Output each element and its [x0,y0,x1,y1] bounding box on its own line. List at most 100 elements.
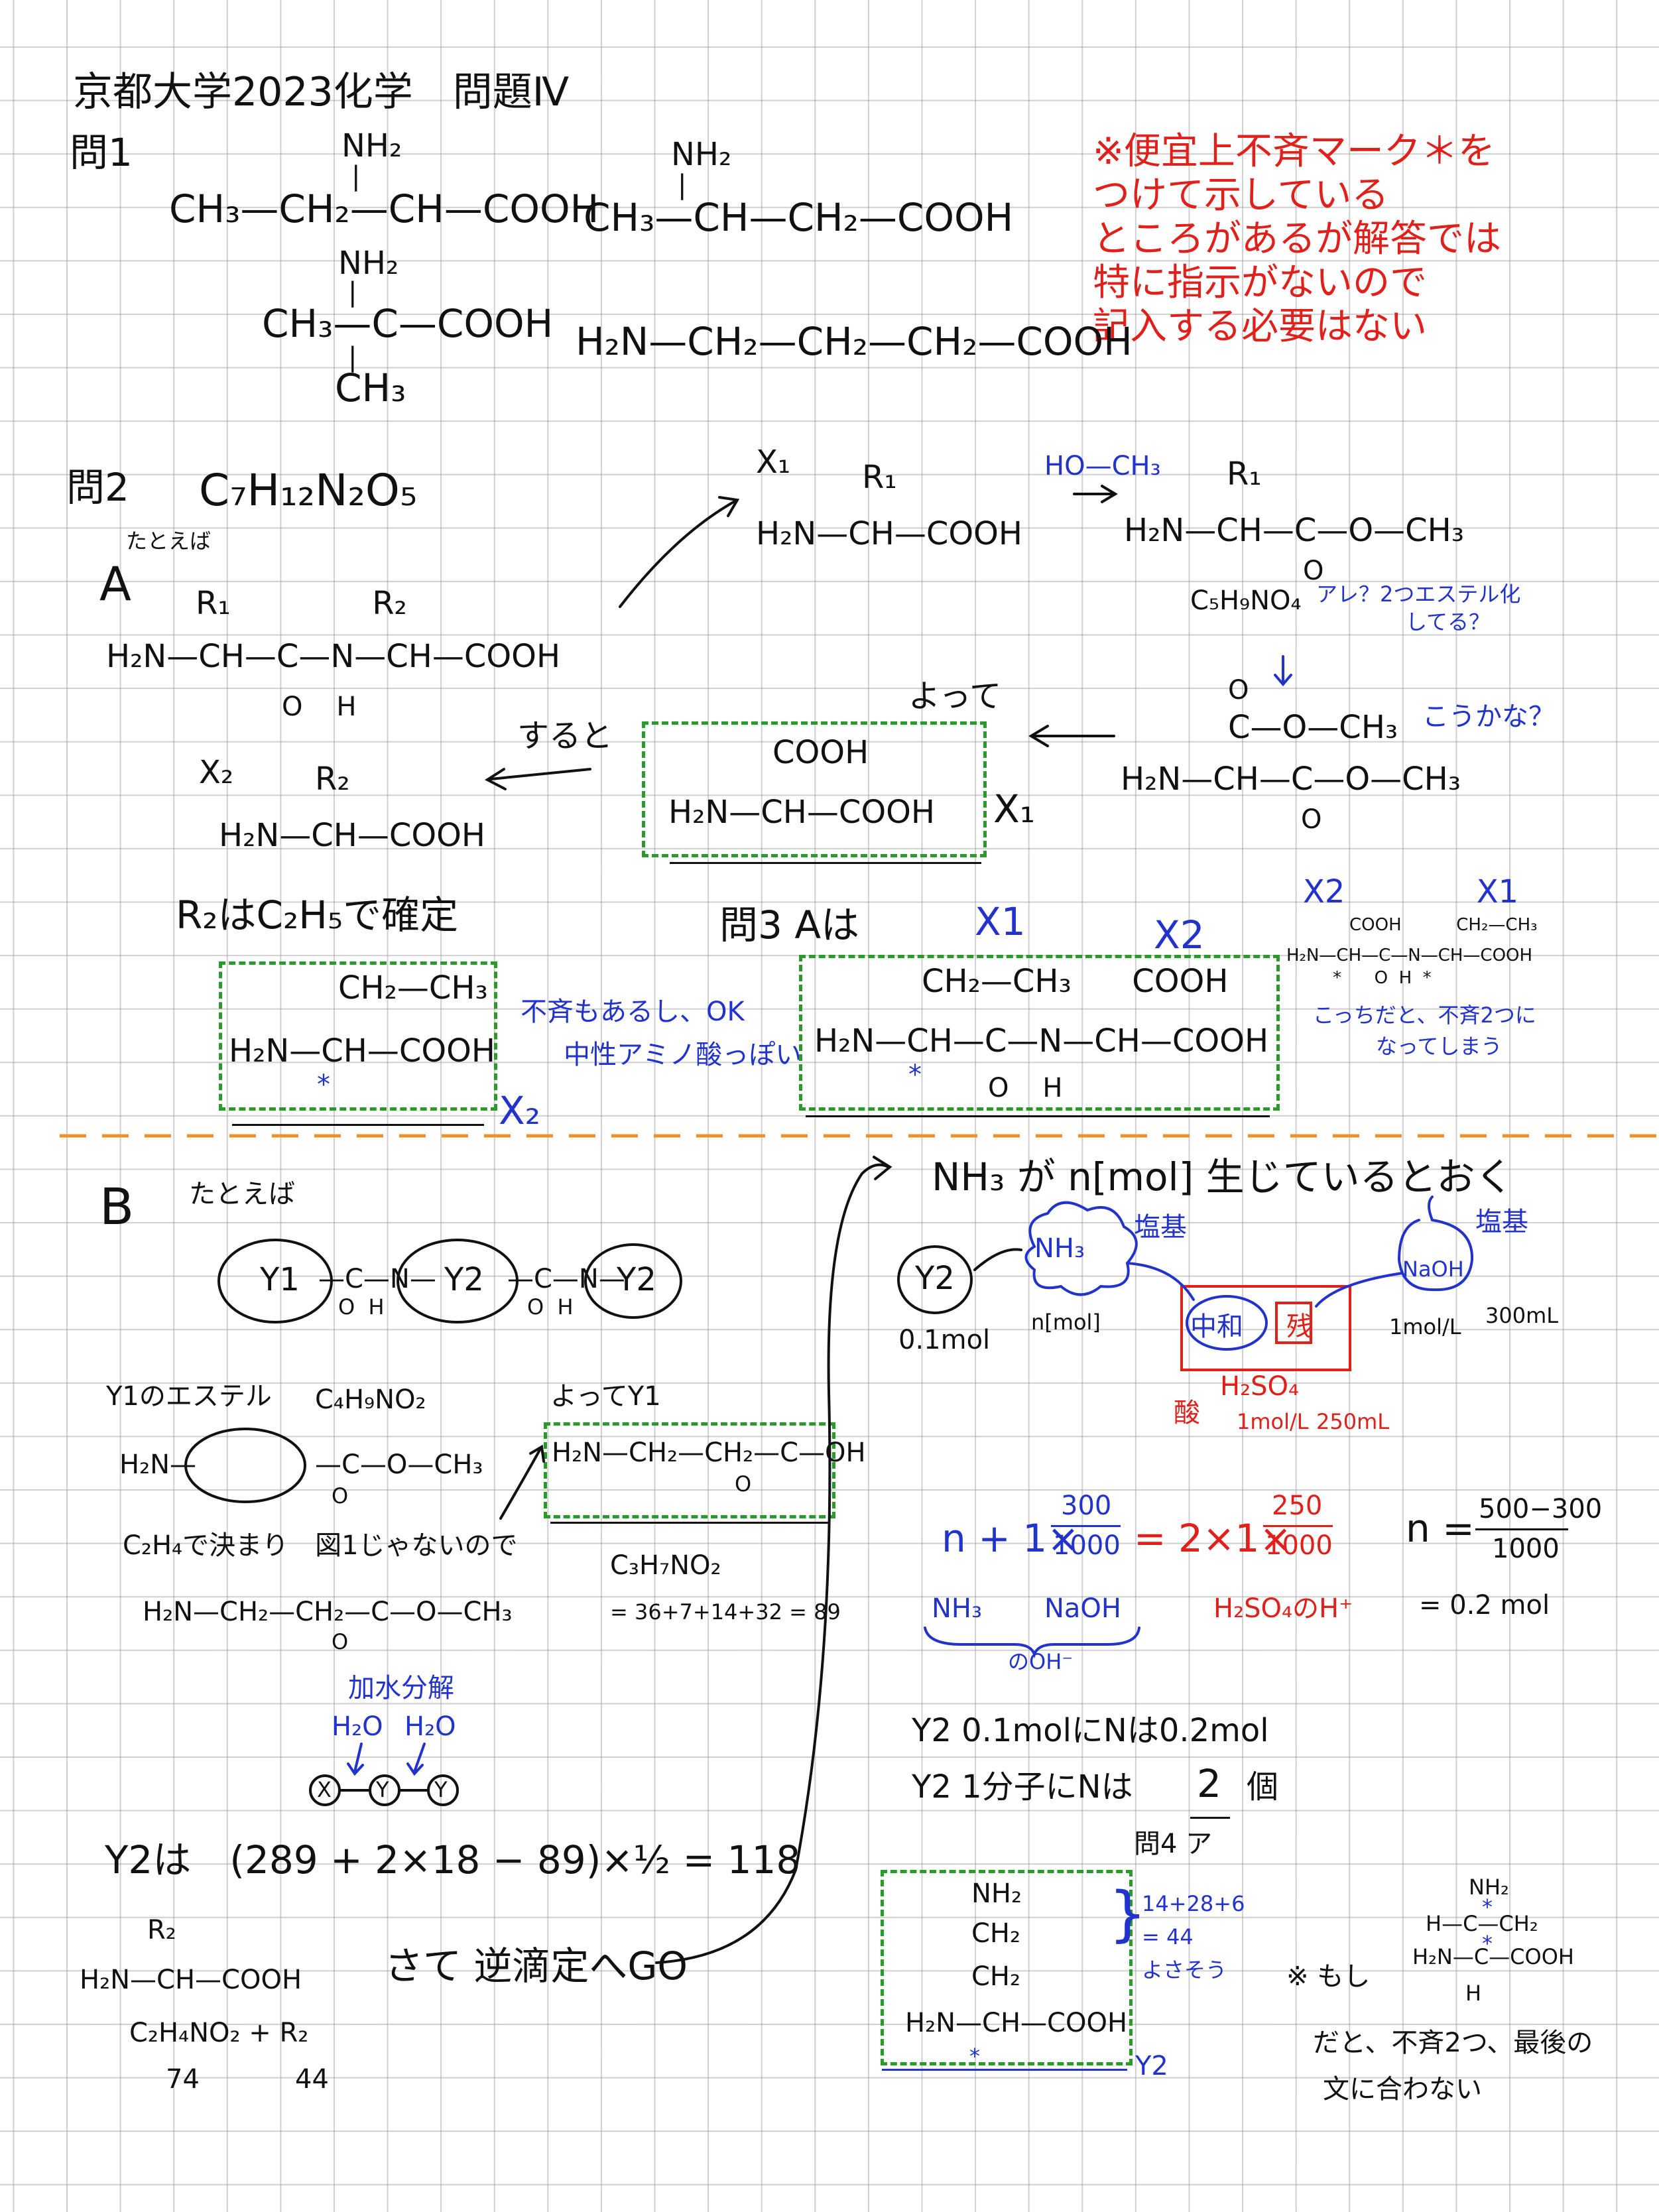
partb-chain-y2b: Y2 [617,1261,656,1298]
tit-n-count-num: 2 [1197,1761,1221,1806]
tit-n-eq: n = [1406,1506,1475,1551]
partb-y1-mass: = 36+7+14+32 = 89 [610,1599,841,1625]
q2-ester-r: R₁ [1227,456,1262,493]
q2-x2-r: R₂ [315,761,350,798]
q3-x1: X1 [975,899,1026,944]
q2-diester-o: O [1301,804,1322,835]
q1-label: 問1 [70,130,133,175]
tit-lys-star: * [969,2044,980,2069]
tit-frac2-top: 250 [1272,1491,1323,1521]
q2-abu-box [219,961,497,1111]
q1-s1-top: NH₂ [341,127,402,164]
tit-n-mol: n[mol] [1031,1310,1101,1335]
q1-s3-bottom: CH₃ [335,365,406,410]
q2-abu-label: X₂ [499,1088,540,1133]
partb-back-titration: さて 逆滴定へGO [385,1943,688,1989]
q2-formula: C₇H₁₂N₂O₅ [199,465,418,516]
partb-tatoeba: たとえば [189,1179,295,1209]
q2-a-label: A [99,557,131,611]
q3-alt-sub: * O H * [1333,968,1432,988]
tit-n-frac-bot: 1000 [1492,1534,1560,1564]
tit-n-count-unit: 個 [1247,1768,1279,1806]
partb-y1-box [544,1422,835,1518]
q2-diester-top: O [1228,675,1249,706]
q2-x1-label: X₁ [756,444,791,481]
tit-frac1-bot: 1000 [1053,1530,1121,1561]
partb-amide-1-sub: O H [338,1294,385,1320]
partb-amide-2-sub: O H [527,1294,574,1320]
tit-label-naoh: NaOH [1044,1593,1121,1624]
tit-alt-comment-2: 文に合わない [1323,2074,1482,2105]
q1-s3-top: NH₂ [338,245,399,282]
tit-label-oh: のOH⁻ [1008,1649,1074,1674]
q3-alt-main: H₂N—CH—C—N—CH—COOH [1286,946,1533,965]
tit-h2so4: H₂SO₄ [1220,1371,1300,1402]
q3-alt-comment-2: なってしまう [1376,1034,1503,1059]
q3-dipeptide-box [799,955,1280,1111]
tit-naoh-vol: 300mL [1485,1303,1559,1328]
q3-alt-comment-1: こっちだと、不斉2つに [1313,1003,1536,1028]
q2-r2-text: R₂はC₂H₅で確定 [176,892,459,938]
q3-x2: X2 [1154,912,1205,957]
note-line-4: 特に指示がないので [1093,261,1427,305]
tit-lys-2: CH₂ [971,1918,1021,1949]
partb-yotte-y1: よってY1 [550,1381,661,1412]
partb-y1-mol-formula: C₃H₇NO₂ [610,1550,721,1581]
q2-yotte: よって [908,678,1002,715]
q2-abu-underline [232,1124,484,1126]
partb-y1-ester-o: O [332,1483,349,1508]
q3-label: 問3 Aは [719,902,860,948]
tit-alt-l4: H [1465,1981,1482,2006]
tit-nh3: NH₃ [1034,1233,1085,1264]
tit-brace-3: よさそう [1142,1957,1227,1983]
q2-abu-star: * [317,1070,330,1100]
q2-ester-main: H₂N—CH—C—O—CH₃ [1124,512,1464,549]
tit-h2so4-vol: 250mL [1316,1409,1390,1434]
page-title: 京都大学2023化学 問題Ⅳ [73,69,570,115]
tit-neutral-box [1180,1285,1351,1371]
partb-y1-o: O [735,1471,752,1497]
tit-alt-comment-1: だと、不斉2つ、最後の [1313,2028,1593,2058]
q2-ester-formula: C₅H₉NO₄ [1190,585,1302,616]
q2-abu-comment-1: 不斉もあるし、OK [521,997,745,1027]
partb-y2-mass: Y2は (289 + 2×18 − 89)×½ = 118 [105,1837,801,1882]
tit-n-count-1: Y2 0.1molにNは0.2mol [912,1712,1269,1749]
partb-y1-ester-right: —C—O—CH₃ [315,1449,483,1480]
tit-lys-underline [882,2069,1127,2071]
q2-x2-main: H₂N—CH—COOH [219,817,486,854]
q2-asp-top: COOH [772,734,869,771]
tit-naoh-conc: 1mol/L [1389,1314,1461,1339]
q3-underline [806,1115,1270,1117]
q2-label: 問2 [66,465,129,510]
nh3-cloud [1024,1201,1138,1296]
q2-x1-r: R₁ [862,459,897,496]
tit-alt-l2: H—C—CH₂ [1426,1911,1538,1936]
q2-abu-top: CH₂—CH₃ [338,969,488,1007]
partb-y2-main: H₂N—CH—COOH [80,1965,302,1995]
circle-y2a [397,1239,519,1323]
tit-brace-1: 14+28+6 [1142,1891,1245,1916]
q2-tatoeba: たとえば [126,528,212,554]
q2-suruto: すると [517,717,613,755]
q1-s1-bond: | [351,161,361,192]
tit-eq-mid: = 2×1× [1134,1516,1292,1561]
partb-label: B [99,1177,135,1236]
q2-x2-label: X₂ [199,754,234,791]
note-line-1: ※便宜上不斉マーク＊を [1093,130,1495,173]
q2-x1-main: H₂N—CH—COOH [756,515,1023,552]
circle-y1-ester [184,1428,306,1503]
q2-kouka: こうかな？ [1422,702,1555,732]
arrow-a-to-x1-head [718,496,740,517]
tit-brace-icon: } [1109,1879,1147,1949]
partb-xyy-y2: Y [434,1777,448,1802]
tit-h2so4-conc: 1mol/L [1237,1409,1309,1434]
arrow-a-to-x1 [619,499,737,608]
tit-n-frac-top: 500−300 [1479,1494,1603,1524]
partb-h2o-2: H₂O [404,1711,456,1742]
q2-asp-label: X₁ [993,786,1035,831]
tit-y2: Y2 [915,1260,955,1297]
partb-y1-ester-full: H₂N—CH₂—CH₂—C—O—CH₃ [143,1597,513,1627]
tit-eq-left: n + 1× [942,1516,1079,1561]
q3-star: * [908,1060,922,1090]
